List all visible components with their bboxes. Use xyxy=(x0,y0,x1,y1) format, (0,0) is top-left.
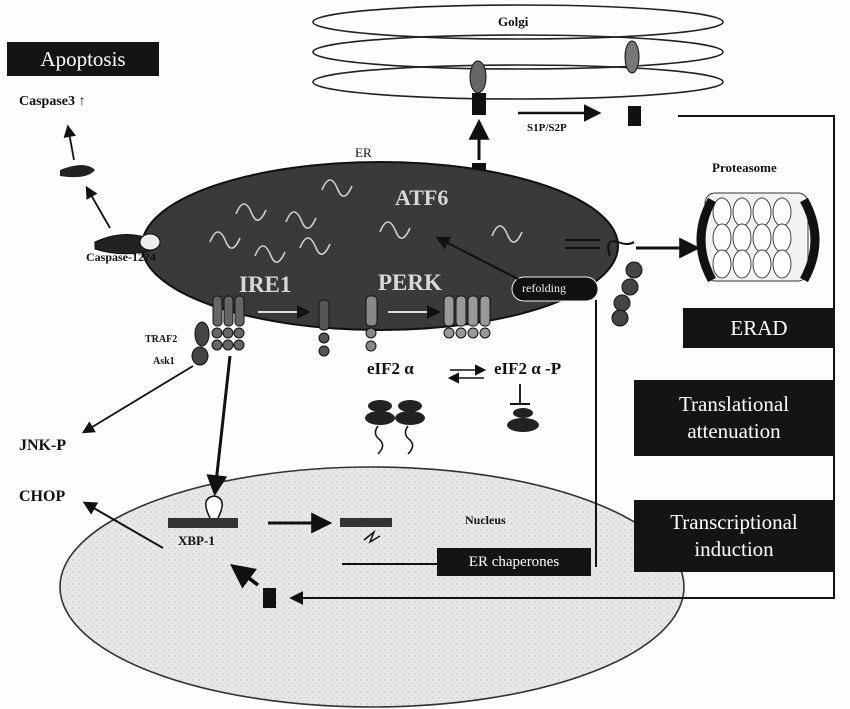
atf6-cleaved-golgi-icon xyxy=(625,41,639,73)
refolding-label: refolding xyxy=(522,281,566,296)
proteasome-icon xyxy=(701,193,815,281)
transcriptional-induction-label: Transcriptional induction xyxy=(634,500,834,572)
translational-attenuation-label: Translational attenuation xyxy=(634,380,834,456)
jnk-p-label: JNK-P xyxy=(19,437,66,455)
er-chaperones-label: ER chaperones xyxy=(437,548,591,576)
eif2a-p-label: eIF2 α -P xyxy=(494,359,561,379)
caspase-12-label: Caspase-12?4 xyxy=(86,250,156,265)
nucleus-label: Nucleus xyxy=(465,513,506,528)
caspase3-label: Caspase3 ↑ xyxy=(19,94,86,110)
proteasome-label: Proteasome xyxy=(712,160,777,176)
stalled-ribosome-icon xyxy=(507,408,539,432)
golgi-label: Golgi xyxy=(498,14,528,30)
erad-label: ERAD xyxy=(683,308,835,348)
atf6-in-nucleus-icon xyxy=(263,588,276,608)
apoptosis-label: Apoptosis xyxy=(7,42,159,76)
ire1-monomer-icon xyxy=(319,300,329,356)
chop-label: CHOP xyxy=(19,488,65,506)
atf6-fragment-icon xyxy=(472,93,486,115)
atf6-nuclear-fragment-icon xyxy=(628,106,641,126)
traf2-ask1-icon xyxy=(192,322,209,365)
atf6-in-golgi-icon xyxy=(470,61,486,93)
atf6-label: ATF6 xyxy=(395,185,448,211)
eif2a-label: eIF2 α xyxy=(367,359,414,379)
ire1-label: IRE1 xyxy=(239,272,291,298)
perk-monomer-icon xyxy=(366,296,377,351)
ire1-receptor-icon xyxy=(212,296,244,350)
traf2-label: TRAF2 xyxy=(145,334,177,345)
ask1-label: Ask1 xyxy=(153,356,175,367)
s1p-s2p-label: S1P/S2P xyxy=(527,122,567,134)
xbp1-label: XBP-1 xyxy=(178,533,215,549)
ribosome-icon xyxy=(365,400,425,454)
er-chaperone-gene-icon xyxy=(340,518,392,527)
perk-label: PERK xyxy=(378,270,442,296)
nucleus-compartment xyxy=(60,467,684,707)
caspase-12-active-icon xyxy=(60,165,95,177)
ubiquitin-chain-icon xyxy=(612,262,642,326)
er-label: ER xyxy=(355,145,372,161)
